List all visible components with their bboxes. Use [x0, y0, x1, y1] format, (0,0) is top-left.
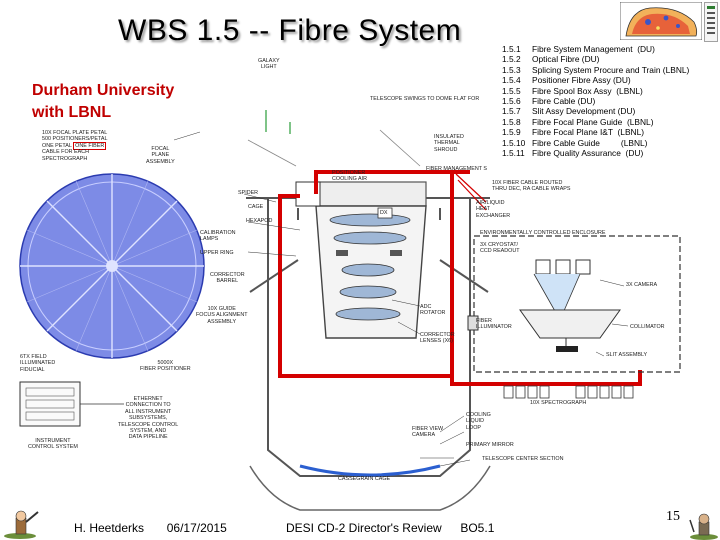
label-env-enclosure: ENVIRONMENTALLY CONTROLLED ENCLOSURE: [480, 230, 606, 236]
label-dx: DX: [380, 210, 388, 216]
cassegrain-cage-shape: [249, 465, 491, 511]
office-badge-icon: [704, 2, 718, 42]
wbs-item: 1.5.5 Fibre Spool Box Assy (LBNL): [502, 86, 689, 96]
wbs-label: Fibre Spool Box Assy (LBNL): [532, 85, 643, 96]
wbs-code: 1.5.11: [502, 148, 525, 159]
wbs-item: 1.5.1 Fibre System Management (DU): [502, 44, 689, 54]
wbs-label: Fibre Cable (DU): [532, 96, 596, 107]
label-camera: 3X CAMERA: [626, 282, 658, 288]
wbs-code: 1.5.5: [502, 85, 521, 96]
fibre-system-diagram: 10X FOCAL PLATE PETAL 500 POSITIONERS/PE…: [0, 58, 720, 520]
wbs-item: 1.5.6 Fibre Cable (DU): [502, 96, 689, 106]
label-cassegrain-cage: CASSEGRAIN CAGE: [338, 476, 391, 482]
wbs-label: Fibre System Management (DU): [532, 44, 655, 54]
label-slit-assembly: SLIT ASSEMBLY: [606, 352, 648, 358]
footer-author-date: H. Heetderks 06/17/2015: [74, 521, 227, 535]
wbs-item: 1.5.7 Slit Assy Development (DU): [502, 106, 689, 116]
footer-event: DESI CD-2 Director's Review BO5.1: [286, 521, 494, 535]
label-hexapod: HEXAPOD: [246, 218, 273, 224]
fibre-cable-route: [278, 170, 642, 386]
fiber-illuminator-box: [467, 315, 479, 331]
wbs-code: 1.5.8: [502, 116, 521, 127]
wbs-item: 1.5.9 Fibre Focal Plane I&T (LBNL): [502, 127, 689, 137]
wbs-code: 1.5.6: [502, 96, 521, 107]
wbs-label: Fibre Focal Plane Guide (LBNL): [532, 116, 654, 127]
slide-title: WBS 1.5 -- Fibre System: [118, 14, 462, 47]
wbs-list: 1.5.1 Fibre System Management (DU) 1.5.2 Op…: [502, 44, 689, 158]
label-cryostat: 3X CRYOSTAT/CCD READOUT: [480, 242, 520, 255]
label-fiber-management: FIBER MANAGEMENT S: [426, 166, 488, 172]
footer-date: 06/17/2015: [166, 521, 227, 535]
wbs-code: 1.5.4: [502, 75, 521, 86]
focal-plate-disc: [19, 173, 205, 359]
corrector-barrel: [315, 181, 427, 339]
wbs-label: Fibre Focal Plane I&T (LBNL): [532, 127, 645, 138]
wbs-item: 1.5.10 Fibre Cable Guide (LBNL): [502, 138, 689, 148]
wbs-code: 1.5.2: [502, 54, 521, 65]
page-number: 15: [666, 509, 680, 524]
desi-logo-icon: [620, 2, 702, 40]
wbs-label: Slit Assy Development (DU): [532, 106, 636, 117]
spectrograph-assembly: [519, 259, 621, 352]
footer-author: H. Heetderks: [74, 521, 145, 535]
wbs-code: 1.5.1: [502, 44, 521, 54]
label-cage: CAGE: [248, 204, 264, 210]
env-enclosure-box: [473, 235, 681, 373]
label-upper-ring: UPPER RING: [200, 250, 234, 256]
label-primary-mirror: PRIMARY MIRROR: [466, 442, 514, 448]
label-focal-plate: 10X FOCAL PLATE PETAL 500 POSITIONERS/PE…: [42, 130, 108, 162]
instrument-control-system: [19, 381, 124, 427]
subtitle-line-1: Durham University: [32, 82, 175, 99]
wbs-label: Splicing System Procure and Train (LBNL): [532, 64, 690, 75]
wbs-label: Fibre Cable Guide (LBNL): [532, 137, 648, 148]
wbs-code: 1.5.7: [502, 106, 521, 117]
wbs-label: Optical Fibre (DU): [532, 54, 600, 65]
dx-box: [377, 207, 393, 219]
telescope-mascot-icon: [4, 510, 39, 539]
wbs-code: 1.5.9: [502, 127, 521, 138]
wbs-item: 1.5.2 Optical Fibre (DU): [502, 54, 689, 64]
primary-mirror-shape: [299, 464, 441, 477]
label-spectrograph: 10X SPECTROGRAPH: [530, 400, 587, 406]
wbs-label: Fibre Quality Assurance (DU): [532, 148, 644, 159]
observer-mascot-icon: [689, 513, 718, 540]
label-spider: SPIDER: [238, 190, 259, 196]
wbs-code: 1.5.10: [502, 137, 526, 148]
institution-subtitle: Durham University with LBNL: [32, 80, 174, 124]
footer-event-name: DESI CD-2 Director's Review: [286, 521, 442, 535]
wbs-label: Positioner Fibre Assy (DU): [532, 75, 631, 86]
label-collimator: COLLIMATOR: [630, 324, 665, 330]
footer-code: BO5.1: [460, 521, 495, 535]
wbs-item: 1.5.4 Positioner Fibre Assy (DU): [502, 75, 689, 85]
wbs-code: 1.5.3: [502, 64, 521, 75]
spectrograph-row: [503, 385, 634, 399]
wbs-item: 1.5.3 Splicing System Procure and Train (…: [502, 65, 689, 75]
wbs-item: 1.5.8 Fibre Focal Plane Guide (LBNL): [502, 117, 689, 127]
subtitle-line-2: with LBNL: [32, 104, 112, 121]
wbs-item: 1.5.11 Fibre Quality Assurance (DU): [502, 148, 689, 158]
label-telescope-center: TELESCOPE CENTER SECTION: [482, 456, 564, 462]
label-telescope-swings: TELESCOPE SWINGS TO DOME FLAT FOR: [370, 96, 480, 102]
